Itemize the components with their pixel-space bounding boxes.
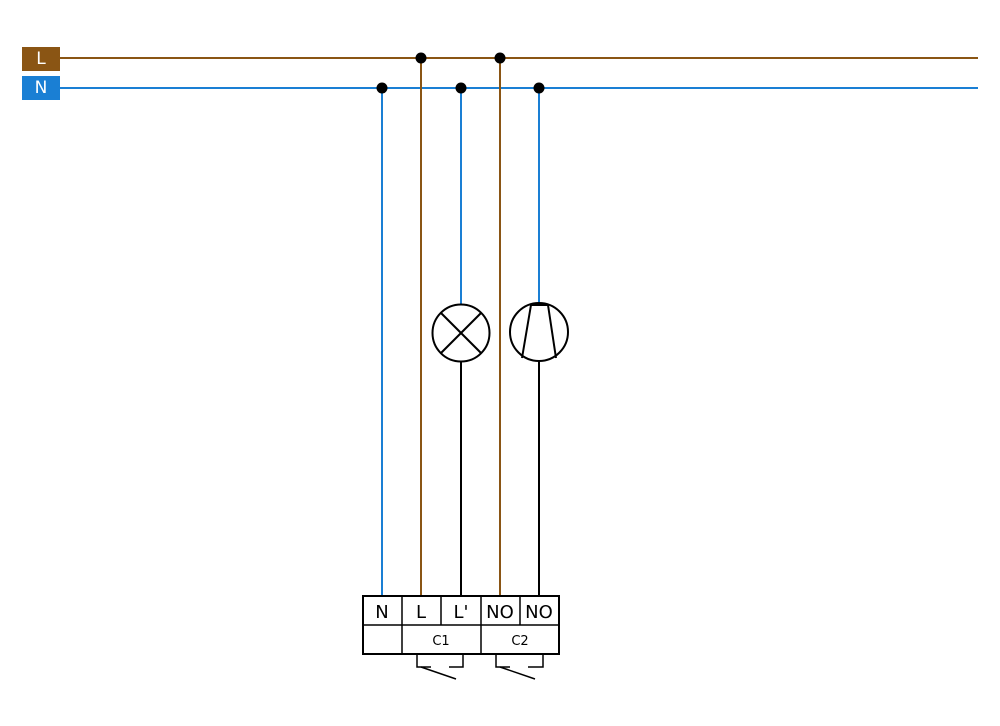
junction-dot (376, 82, 388, 94)
relay-contact-c2-icon (495, 654, 544, 680)
junction-dot (415, 52, 427, 64)
junction-dot (533, 82, 545, 94)
contact-label: C2 (511, 634, 528, 649)
terminal-block: N L L' NO NO C1 C2 (362, 595, 560, 655)
neutral-bus-label: N (22, 76, 60, 100)
lamp-icon (431, 303, 491, 363)
relay-contact-c1-icon (416, 654, 464, 680)
junction-dot (494, 52, 506, 64)
junction-dot (455, 82, 467, 94)
lamp-control-icon (509, 302, 569, 362)
terminal-label: NO (486, 602, 514, 623)
terminal-label: NO (525, 602, 553, 623)
terminal-label: L' (454, 602, 469, 623)
line-bus-label: L (22, 47, 60, 71)
terminal-label: L (416, 602, 426, 623)
terminal-label: N (375, 602, 388, 623)
contact-label: C1 (432, 634, 449, 649)
